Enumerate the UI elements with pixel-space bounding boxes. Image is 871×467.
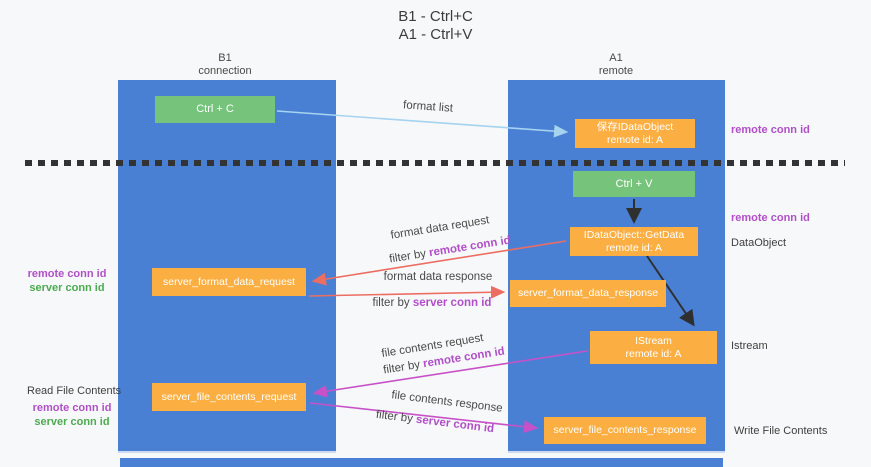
arrow-format-data-response [308,285,506,299]
node-istream-line1: IStream [635,334,672,347]
diagram-title: B1 - Ctrl+C A1 - Ctrl+V [0,8,871,44]
label-remote-conn-id-right-mid: remote conn id [731,212,810,224]
node-getdata-line2: remote id: A [605,241,663,254]
node-istream: IStream remote id: A [590,331,717,364]
filter-key-server-conn-id: server conn id [412,297,492,309]
dashed-separator-line [25,160,845,166]
filter-by-text: filter by [372,297,410,309]
label-remote-conn-id-left-bottom: remote conn id [32,402,112,414]
label-istream: Istream [731,340,768,352]
lane-a1-role: remote [598,65,634,77]
node-server-format-data-request: server_format_data_request [152,268,306,296]
lane-b1-role: connection [198,65,252,77]
node-istream-line2: remote id: A [625,347,682,360]
annotation-format-data-response-filter: filter by server conn id [360,297,504,309]
lane-header-b1: B1 connection [160,52,290,78]
node-save-idataobject-line1: 保存IDataObject [596,120,674,133]
node-getdata-line1: IDataObject::GetData [583,228,685,241]
node-idataobject-getdata: IDataObject::GetData remote id: A [570,227,698,256]
title-line-2: A1 - Ctrl+V [398,26,473,43]
annotation-format-data-response: format data response [383,271,493,283]
title-line-1: B1 - Ctrl+C [398,8,473,25]
node-server-format-data-response: server_format_data_response [510,280,666,307]
lane-b1-name: B1 [218,52,232,64]
node-save-idataobject-line2: remote id: A [606,133,664,146]
lane-a1-name: A1 [609,52,623,64]
node-ctrl-v: Ctrl + V [573,171,695,197]
filter-key-server-conn-id: server conn id [415,413,495,436]
node-save-idataobject: 保存IDataObject remote id: A [575,119,695,148]
filter-by-text: filter by [375,408,414,426]
label-remote-conn-id-left-top: remote conn id [27,268,107,280]
node-server-file-contents-request: server_file_contents_request [152,383,306,411]
bottom-lane-strip [120,458,723,467]
filter-by-text: filter by [382,358,421,377]
filter-by-text: filter by [388,247,427,266]
label-dataobject: DataObject [731,237,787,249]
label-read-file-contents: Read File Contents [27,385,122,397]
filter-key-remote-conn-id: remote conn id [428,234,512,260]
lane-header-a1: A1 remote [551,52,681,78]
label-server-conn-id-left-top: server conn id [29,282,105,294]
label-remote-conn-id-right-top: remote conn id [731,124,810,136]
node-ctrl-c: Ctrl + C [155,96,275,123]
label-write-file-contents: Write File Contents [734,425,828,437]
annotation-format-list: format list [402,99,454,115]
node-server-file-contents-response: server_file_contents_response [544,417,706,444]
label-server-conn-id-left-bottom: server conn id [34,416,110,428]
